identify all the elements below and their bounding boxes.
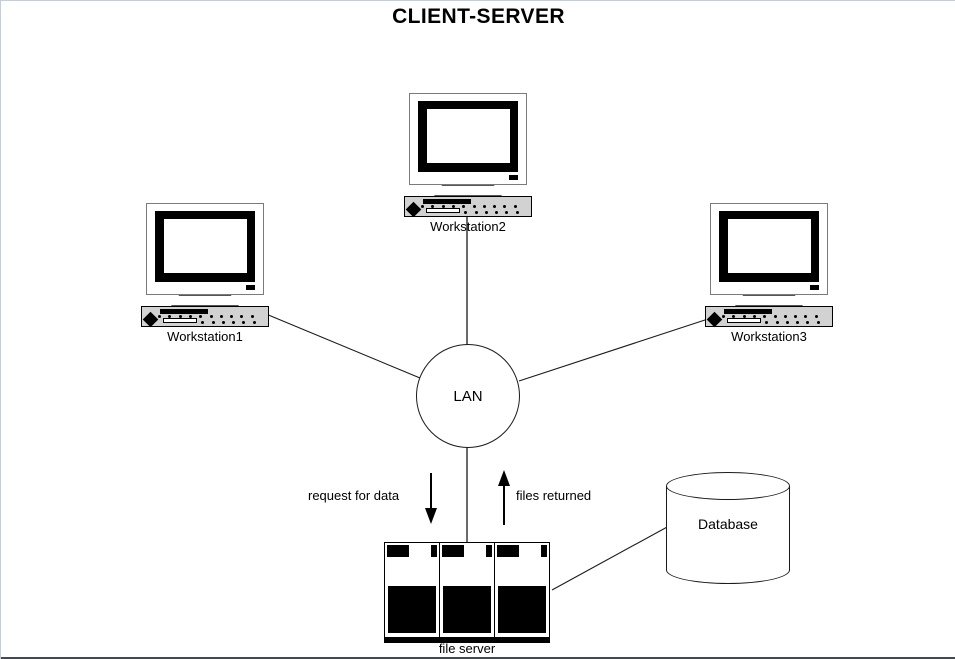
power-led-icon [246, 285, 255, 290]
mouse-icon [142, 311, 159, 328]
page-title: CLIENT-SERVER [392, 5, 565, 28]
monitor-stand-icon [146, 295, 264, 306]
files-returned-label: files returned [516, 488, 592, 503]
workstation1-label: Workstation1 [167, 329, 243, 344]
monitor-stand-icon [710, 295, 828, 306]
files-returned-arrow [498, 470, 510, 525]
keyboard-keys [158, 314, 265, 324]
request-for-data-arrow [425, 473, 437, 524]
node-workstation1[interactable]: Workstation1 [141, 203, 269, 344]
screen-icon [728, 219, 811, 273]
monitor-stand-icon [409, 185, 527, 196]
server-unit [495, 543, 549, 637]
link-database-fileserver [551, 525, 670, 591]
node-database[interactable]: Database [666, 472, 790, 584]
workstation2-label: Workstation2 [430, 219, 506, 234]
node-lan[interactable]: LAN [416, 344, 520, 448]
link-workstation1-lan [265, 313, 421, 379]
power-led-icon [810, 285, 819, 290]
monitor-icon [409, 93, 527, 185]
request-for-data-label: request for data [308, 488, 400, 503]
server-unit [385, 543, 440, 637]
screen-icon [164, 219, 247, 273]
node-workstation3[interactable]: Workstation3 [705, 203, 833, 344]
mouse-icon [706, 311, 723, 328]
power-led-icon [509, 175, 518, 180]
keyboard-icon [705, 306, 833, 328]
mouse-icon [405, 201, 422, 218]
workstation3-label: Workstation3 [731, 329, 807, 344]
server-rack-icon [384, 542, 550, 638]
node-workstation2[interactable]: Workstation2 [404, 93, 532, 234]
server-base [384, 638, 550, 643]
monitor-icon [146, 203, 264, 295]
bottom-divider [1, 657, 955, 659]
keyboard-icon [404, 196, 532, 218]
database-label: Database [698, 516, 758, 532]
lan-label: LAN [453, 387, 483, 405]
keyboard-keys [722, 314, 829, 324]
server-unit [440, 543, 495, 637]
node-file-server[interactable] [384, 542, 550, 643]
network-circle-icon [416, 344, 520, 448]
monitor-icon [710, 203, 828, 295]
file-server-label: file server [438, 641, 496, 656]
screen-icon [427, 109, 510, 163]
keyboard-icon [141, 306, 269, 328]
keyboard-keys [421, 204, 528, 214]
database-cylinder-icon [666, 486, 790, 570]
link-workstation3-lan [518, 318, 709, 382]
